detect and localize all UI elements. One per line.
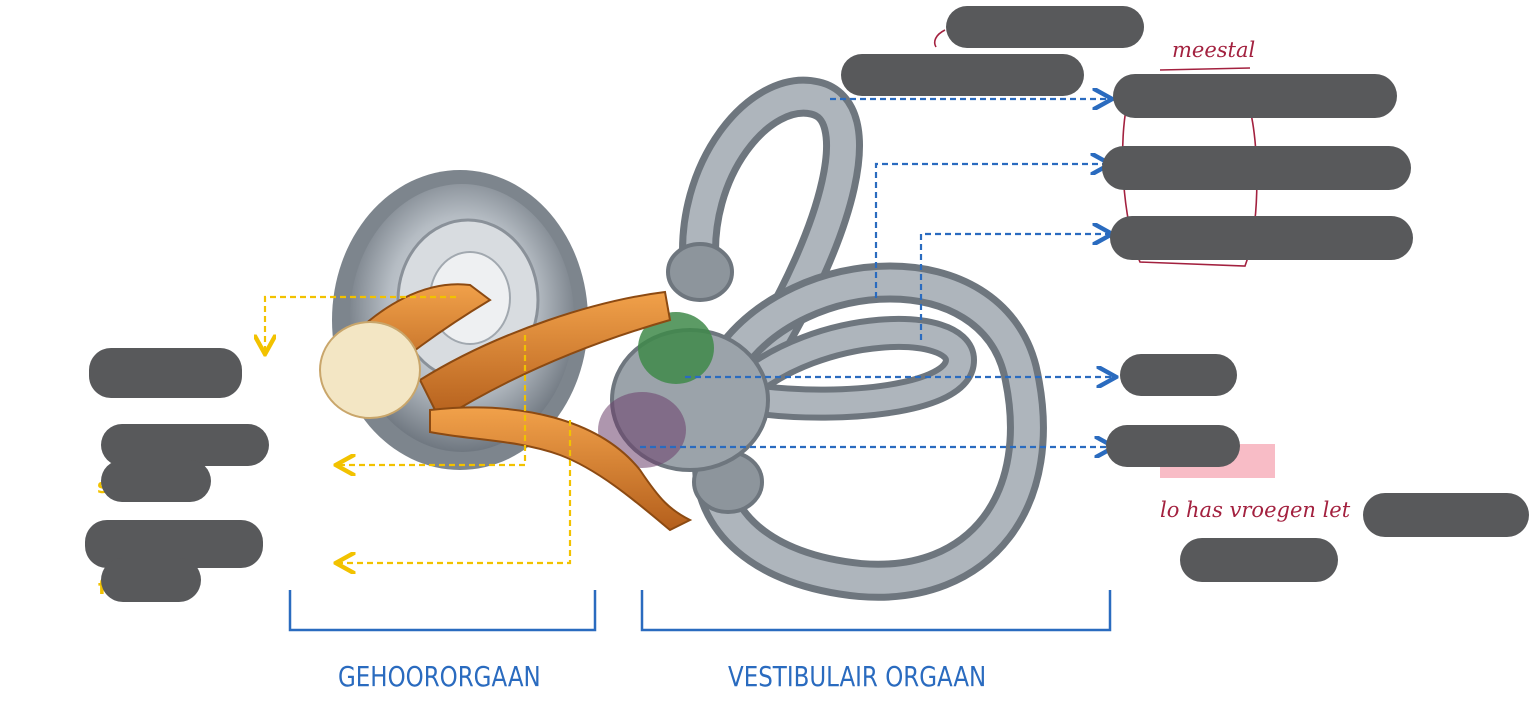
annotation-note: lo has vroegen let [1160, 498, 1351, 522]
redacted-label [101, 460, 211, 502]
arrow-to-left-label-2 [338, 335, 527, 465]
arrow-to-label-3 [919, 234, 1110, 340]
redacted-label [89, 348, 242, 398]
redacted-label [101, 558, 201, 602]
vestibulocochlear-nerve [319, 283, 693, 532]
redacted-label [1106, 425, 1240, 467]
nerve-cross-section [319, 321, 421, 419]
redacted-label [1110, 216, 1413, 260]
redacted-label [1102, 146, 1411, 190]
bracket-auditory [288, 590, 597, 632]
redacted-label [841, 54, 1084, 96]
label-vestibulair-orgaan: VESTIBULAIR ORGAAN [728, 660, 987, 693]
redacted-label [946, 6, 1144, 48]
yellow-arrows [265, 295, 572, 563]
annotation-meestal: meestal [1172, 38, 1256, 62]
arrow-to-left-label-1 [265, 295, 456, 352]
arrow-to-left-label-3 [338, 420, 572, 563]
arrow-to-label-2 [874, 164, 1108, 298]
redacted-label [101, 424, 269, 466]
label-gehoororgaan: GEHOORORGAAN [338, 660, 541, 693]
redacted-label [1180, 538, 1338, 582]
redacted-label [1363, 493, 1529, 537]
blue-arrows [640, 99, 1114, 447]
redacted-label [1120, 354, 1237, 396]
handwritten-mark [933, 29, 946, 48]
bracket-vestibular [640, 590, 1112, 632]
redacted-label [1113, 74, 1397, 118]
utricle-highlight [638, 312, 714, 384]
